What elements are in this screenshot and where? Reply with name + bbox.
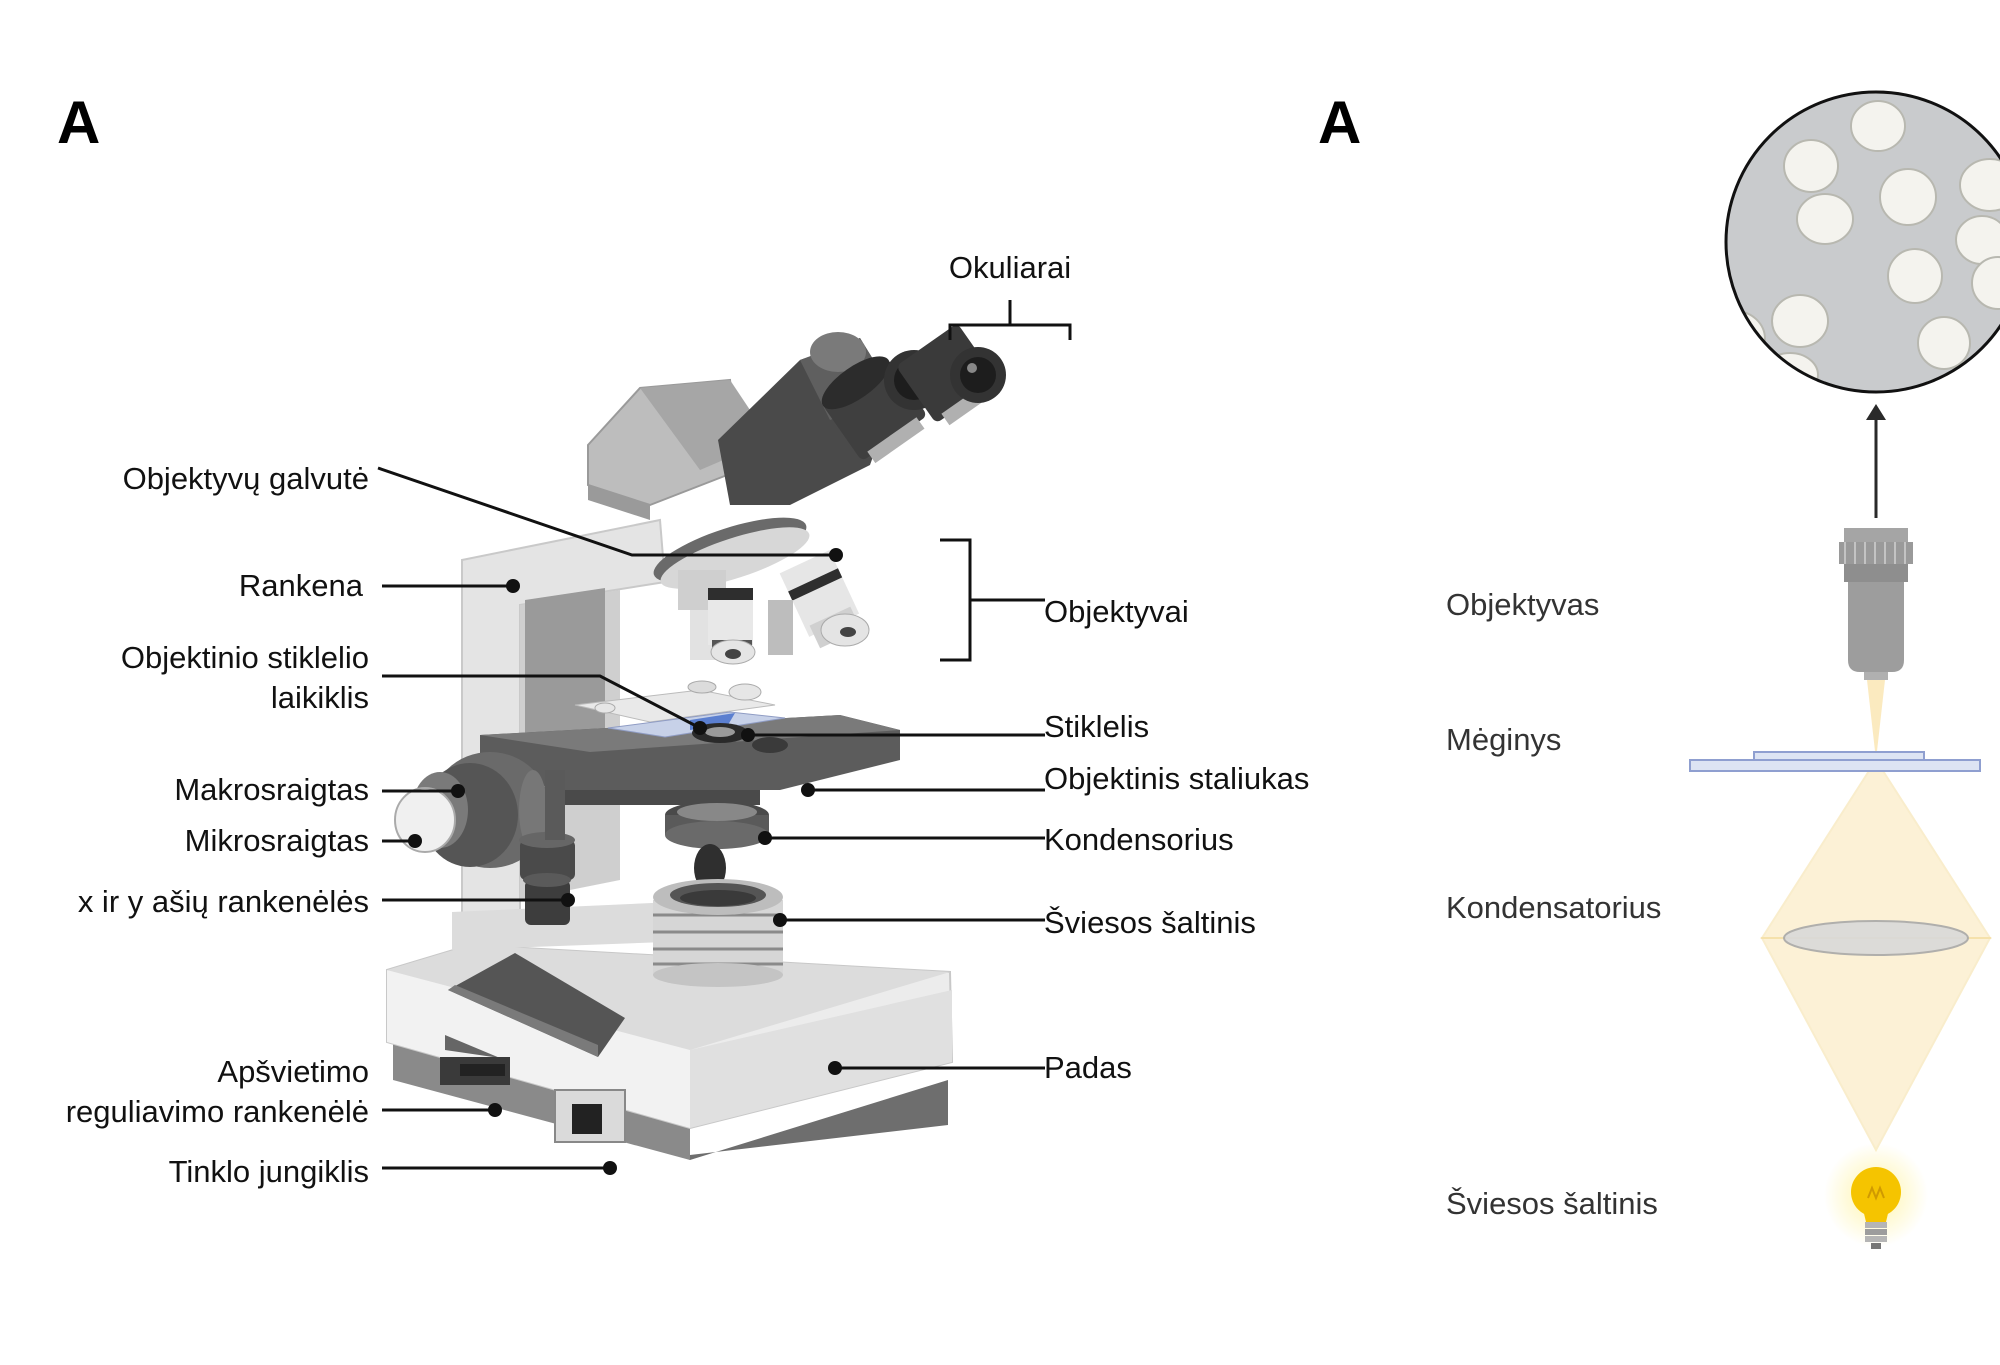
xy-stage-knobs (519, 770, 575, 925)
label-kondensatorius: Kondensatorius (1446, 890, 1661, 925)
microscope-illustration (386, 325, 1006, 1160)
label-makrosraigtas: Makrosraigtas (174, 772, 369, 807)
label-tinklo-jungiklis: Tinklo jungiklis (169, 1154, 369, 1189)
label-rankena: Rankena (239, 568, 364, 603)
eyepiece-assembly (718, 325, 1006, 505)
label-stiklelio-laikiklis-2: laikiklis (271, 680, 369, 715)
condenser-lens (1783, 920, 1969, 956)
objektyvu-galvute-leader (377, 466, 836, 557)
view-field (1724, 90, 2000, 394)
label-kondensorius: Kondensorius (1044, 822, 1234, 857)
light-bulb-icon (1824, 1143, 1928, 1249)
light-cone-lower (1760, 937, 1992, 1153)
label-objektinis-staliukas: Objektinis staliukas (1044, 761, 1309, 796)
light-cone-objective (1867, 680, 1885, 760)
arrow-up-icon (1866, 404, 1886, 420)
leader-lines (377, 300, 1072, 1175)
label-sviesos-saltinis-right: Šviesos šaltinis (1446, 1186, 1658, 1221)
microscope-labels: Okuliarai Objektyvų galvutė Rankena Obje… (66, 250, 1310, 1189)
condenser (665, 801, 769, 892)
label-xy-rankeneles: x ir y ašių rankenėlės (78, 884, 369, 919)
label-padas: Padas (1044, 1050, 1132, 1085)
label-stiklelio-laikiklis-1: Objektinio stiklelio (121, 640, 369, 675)
panel-letter-left: A (57, 89, 100, 156)
light-source (653, 879, 783, 987)
optical-path-diagram: Objektyvas Mėginys Kondensatorius Švieso… (1446, 90, 2000, 1249)
objektyvai-bracket (940, 538, 1045, 662)
label-objektyvai: Objektyvai (1044, 594, 1189, 629)
objective-lens (1839, 528, 1913, 680)
label-apsvietimo-1: Apšvietimo (217, 1054, 369, 1089)
nosepiece (653, 517, 870, 665)
label-apsvietimo-2: reguliavimo rankenėlė (66, 1094, 369, 1129)
label-objektyvas: Objektyvas (1446, 587, 1599, 622)
light-cone-upper (1760, 758, 1992, 939)
stiklelio-laikiklis-leader (382, 674, 701, 730)
label-meginys: Mėginys (1446, 722, 1561, 757)
okuliarai-bracket (948, 300, 1072, 340)
label-sviesos-saltinis-left: Šviesos šaltinis (1044, 905, 1256, 940)
panel-letter-right: A (1318, 89, 1361, 156)
sample-slide (1689, 751, 1981, 772)
microscope-base (386, 943, 954, 1160)
label-mikrosraigtas: Mikrosraigtas (185, 823, 369, 858)
label-stiklelis: Stiklelis (1044, 709, 1149, 744)
label-objektyvu-galvute: Objektyvų galvutė (123, 461, 369, 496)
label-okuliarai: Okuliarai (949, 250, 1071, 285)
